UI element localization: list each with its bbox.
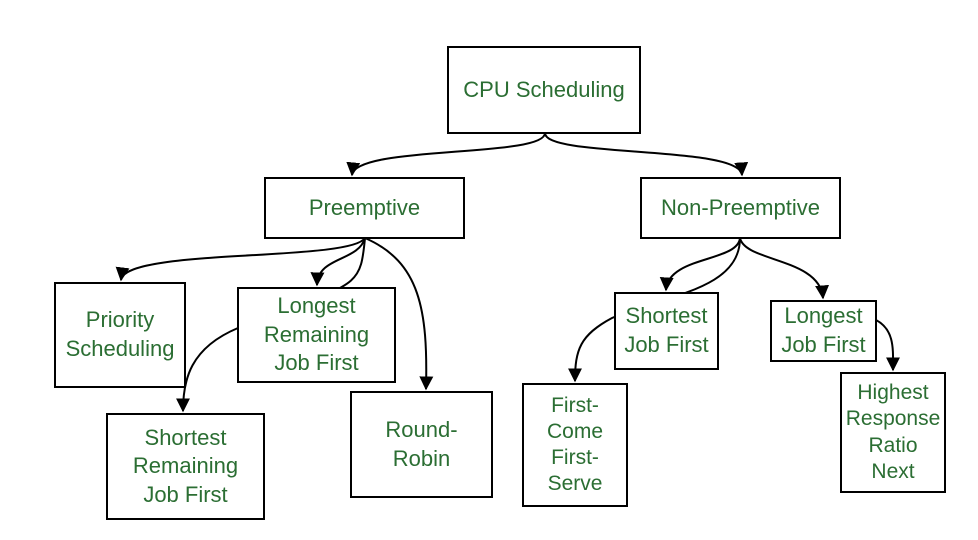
edge-non-preemptive-ljf: [739, 237, 830, 300]
node-cpu-scheduling: CPU Scheduling: [447, 46, 641, 134]
node-preemptive: Preemptive: [264, 177, 465, 239]
edge-preemptive-round-robin: [364, 237, 434, 391]
node-priority-scheduling: Priority Scheduling: [54, 282, 186, 388]
edge-non-preemptive-sjf: [659, 237, 741, 292]
node-non-preemptive: Non-Preemptive: [640, 177, 841, 239]
edge-preemptive-priority: [115, 237, 366, 282]
edge-preemptive-lrjf: [310, 237, 366, 287]
node-longest-job-first: Longest Job First: [770, 300, 877, 362]
node-shortest-job-first: Shortest Job First: [614, 292, 719, 370]
edge-ljf-hrrn: [875, 319, 901, 372]
edge-root-preemptive: [346, 132, 546, 177]
node-round-robin: Round- Robin: [350, 391, 493, 498]
node-shortest-remaining-job-first: Shortest Remaining Job First: [106, 413, 265, 520]
node-first-come-first-serve: First- Come First- Serve: [522, 383, 628, 507]
node-highest-response-ratio-next: Highest Response Ratio Next: [840, 372, 946, 493]
edge-root-non-preemptive: [544, 132, 749, 177]
node-longest-remaining-job-first: Longest Remaining Job First: [237, 287, 396, 383]
